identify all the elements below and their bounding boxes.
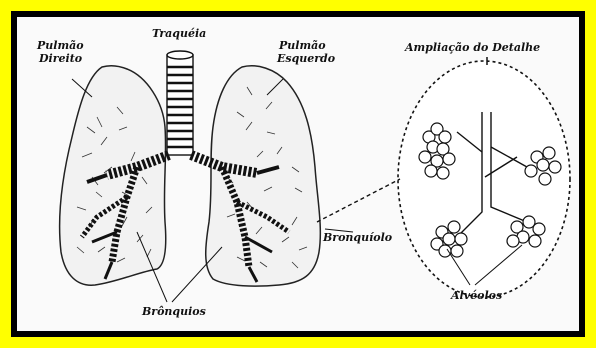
label-bronchi: Brônquios: [141, 305, 206, 318]
label-alveoli: Alvéolos: [450, 289, 502, 302]
label-right-lung-line2: Direito: [38, 52, 82, 65]
label-right-lung-line1: Pulmão: [36, 39, 84, 52]
label-trachea: Traquéia: [152, 27, 206, 40]
label-bronchiole: Bronquíolo: [322, 231, 392, 244]
black-frame: Pulmão Direito Traquéia Pulmão Esquerdo …: [11, 11, 585, 337]
left-lung-outline: [206, 66, 321, 286]
label-left-lung-line2: Esquerdo: [276, 52, 335, 65]
right-lung-outline: [60, 66, 166, 286]
diagram-canvas: Pulmão Direito Traquéia Pulmão Esquerdo …: [17, 17, 579, 331]
label-left-lung-line1: Pulmão: [278, 39, 326, 52]
trachea: [167, 51, 193, 155]
label-detail: Ampliação do Detalhe: [404, 41, 540, 54]
detail-pointer-line: [317, 179, 400, 222]
lung-diagram: Pulmão Direito Traquéia Pulmão Esquerdo …: [17, 17, 579, 331]
